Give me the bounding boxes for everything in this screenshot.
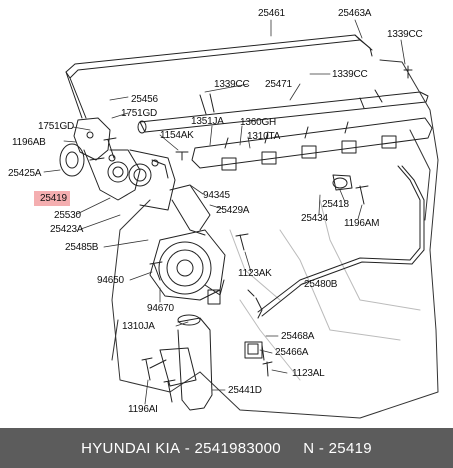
thermostat-housing-25419 xyxy=(59,117,176,211)
part-label-1196AI[interactable]: 1196AI xyxy=(128,404,158,415)
part-label-1123AK[interactable]: 1123AK xyxy=(238,268,272,279)
part-label-25429A[interactable]: 25429A xyxy=(216,205,250,216)
part-label-94670[interactable]: 94670 xyxy=(147,303,174,314)
part-label-25419[interactable]: 25419 xyxy=(40,193,67,204)
leader-lines xyxy=(43,19,406,405)
pipe-bend xyxy=(65,71,87,119)
part-label-94345[interactable]: 94345 xyxy=(203,190,230,201)
pipe-25441D xyxy=(149,314,213,411)
pipe-25480B xyxy=(247,165,425,317)
part-label-1196AM[interactable]: 1196AM xyxy=(344,218,380,229)
part-label-1310JA[interactable]: 1310JA xyxy=(122,321,155,332)
water-pump xyxy=(149,184,226,305)
part-label-25423A[interactable]: 25423A xyxy=(50,224,84,235)
part-label-25441D[interactable]: 25441D xyxy=(228,385,262,396)
part-label-1310TA[interactable]: 1310TA xyxy=(247,131,281,142)
part-label-25425A[interactable]: 25425A xyxy=(8,168,42,179)
part-label-1351JA[interactable]: 1351JA xyxy=(191,116,224,127)
bracket-25466A xyxy=(247,343,259,355)
part-label-25463A[interactable]: 25463A xyxy=(338,8,372,19)
part-label-1339CC[interactable]: 1339CC xyxy=(332,69,368,80)
part-label-1196AB[interactable]: 1196AB xyxy=(12,137,46,148)
engine-block xyxy=(111,59,439,419)
footer-oem-number: 2541983000 xyxy=(194,439,281,457)
manifold-25434 xyxy=(191,117,433,191)
part-label-25530[interactable]: 25530 xyxy=(54,210,81,221)
part-label-25471[interactable]: 25471 xyxy=(265,79,292,90)
bolts xyxy=(89,65,413,403)
part-label-1751GD[interactable]: 1751GD xyxy=(38,121,75,132)
part-label-25468A[interactable]: 25468A xyxy=(281,331,315,342)
footer-gap xyxy=(281,440,303,457)
part-label-94650[interactable]: 94650 xyxy=(97,275,124,286)
footer-separator: - xyxy=(180,439,195,457)
footer-brand: HYUNDAI KIA xyxy=(81,439,181,457)
part-label-1360GH[interactable]: 1360GH xyxy=(240,117,277,128)
part-label-25466A[interactable]: 25466A xyxy=(275,347,309,358)
engine-line-drawing xyxy=(43,19,439,419)
part-label-25461[interactable]: 25461 xyxy=(258,8,285,19)
part-label-1339CC[interactable]: 1339CC xyxy=(214,79,250,90)
part-label-25485B[interactable]: 25485B xyxy=(65,242,99,253)
part-info-footer: HYUNDAI KIA - 2541983000 N - 25419 xyxy=(0,428,453,468)
part-label-1339CC[interactable]: 1339CC xyxy=(387,29,423,40)
part-label-1751GD[interactable]: 1751GD xyxy=(121,108,158,119)
pipe-25471 xyxy=(137,89,429,134)
part-label-25418[interactable]: 25418 xyxy=(322,199,349,210)
parts-diagram: 25461 25463A 1339CC 1339CC 1339CC 25471 … xyxy=(8,8,439,419)
part-label-25456[interactable]: 25456 xyxy=(131,94,158,105)
part-label-25480B[interactable]: 25480B xyxy=(304,279,338,290)
part-label-25434[interactable]: 25434 xyxy=(301,213,328,224)
highlighted-part-box xyxy=(34,191,70,206)
part-label-1154AK[interactable]: 1154AK xyxy=(160,130,194,141)
part-label-1123AL[interactable]: 1123AL xyxy=(292,368,325,379)
top-pipe-25461 xyxy=(65,34,373,79)
footer-reference: N - 25419 xyxy=(303,439,372,457)
